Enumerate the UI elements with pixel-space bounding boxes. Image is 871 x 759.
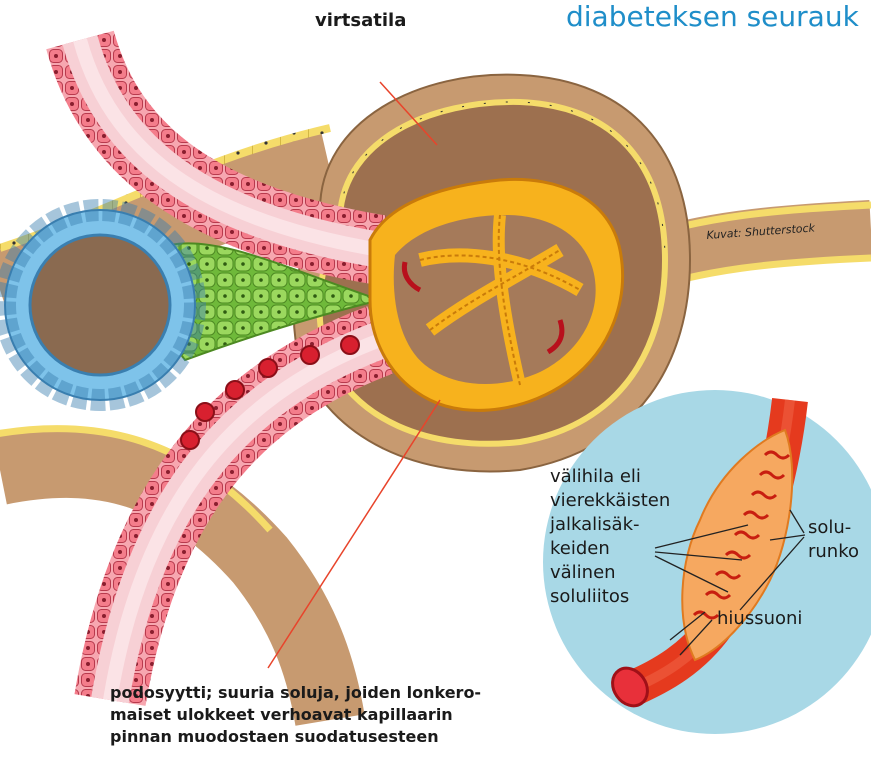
capillary-label: hiussuoni [717, 608, 802, 629]
podocyte-label-line: pinnan muodostaen suodatusesteen [110, 726, 630, 748]
slit-diaphragm-label: välihila eli vierekkäisten jalkalisäk- k… [550, 465, 700, 609]
slit-label-line: välihila eli [550, 465, 700, 489]
podocyte-label: podosyytti; suuria soluja, joiden lonker… [110, 682, 630, 748]
urine-space-label: virtsatila [315, 10, 406, 31]
page-title: diabeteksen seurauk [566, 0, 859, 33]
podocyte-label-line: maiset ulokkeet verhoavat kapillaarin [110, 704, 630, 726]
cell-body-label-line: runko [808, 540, 859, 564]
podocyte-label-line: podosyytti; suuria soluja, joiden lonker… [110, 682, 630, 704]
slit-label-line: vierekkäisten [550, 489, 700, 513]
podocyte-pointer [268, 400, 440, 668]
cell-body-label: solu- runko [808, 516, 859, 564]
slit-label-line: jalkalisäk- [550, 513, 700, 537]
slit-label-line: soluliitos [550, 585, 700, 609]
cell-body-label-line: solu- [808, 516, 859, 540]
slit-label-line: keiden [550, 537, 700, 561]
slit-label-line: välinen [550, 561, 700, 585]
tubule-cross-section [5, 210, 195, 400]
